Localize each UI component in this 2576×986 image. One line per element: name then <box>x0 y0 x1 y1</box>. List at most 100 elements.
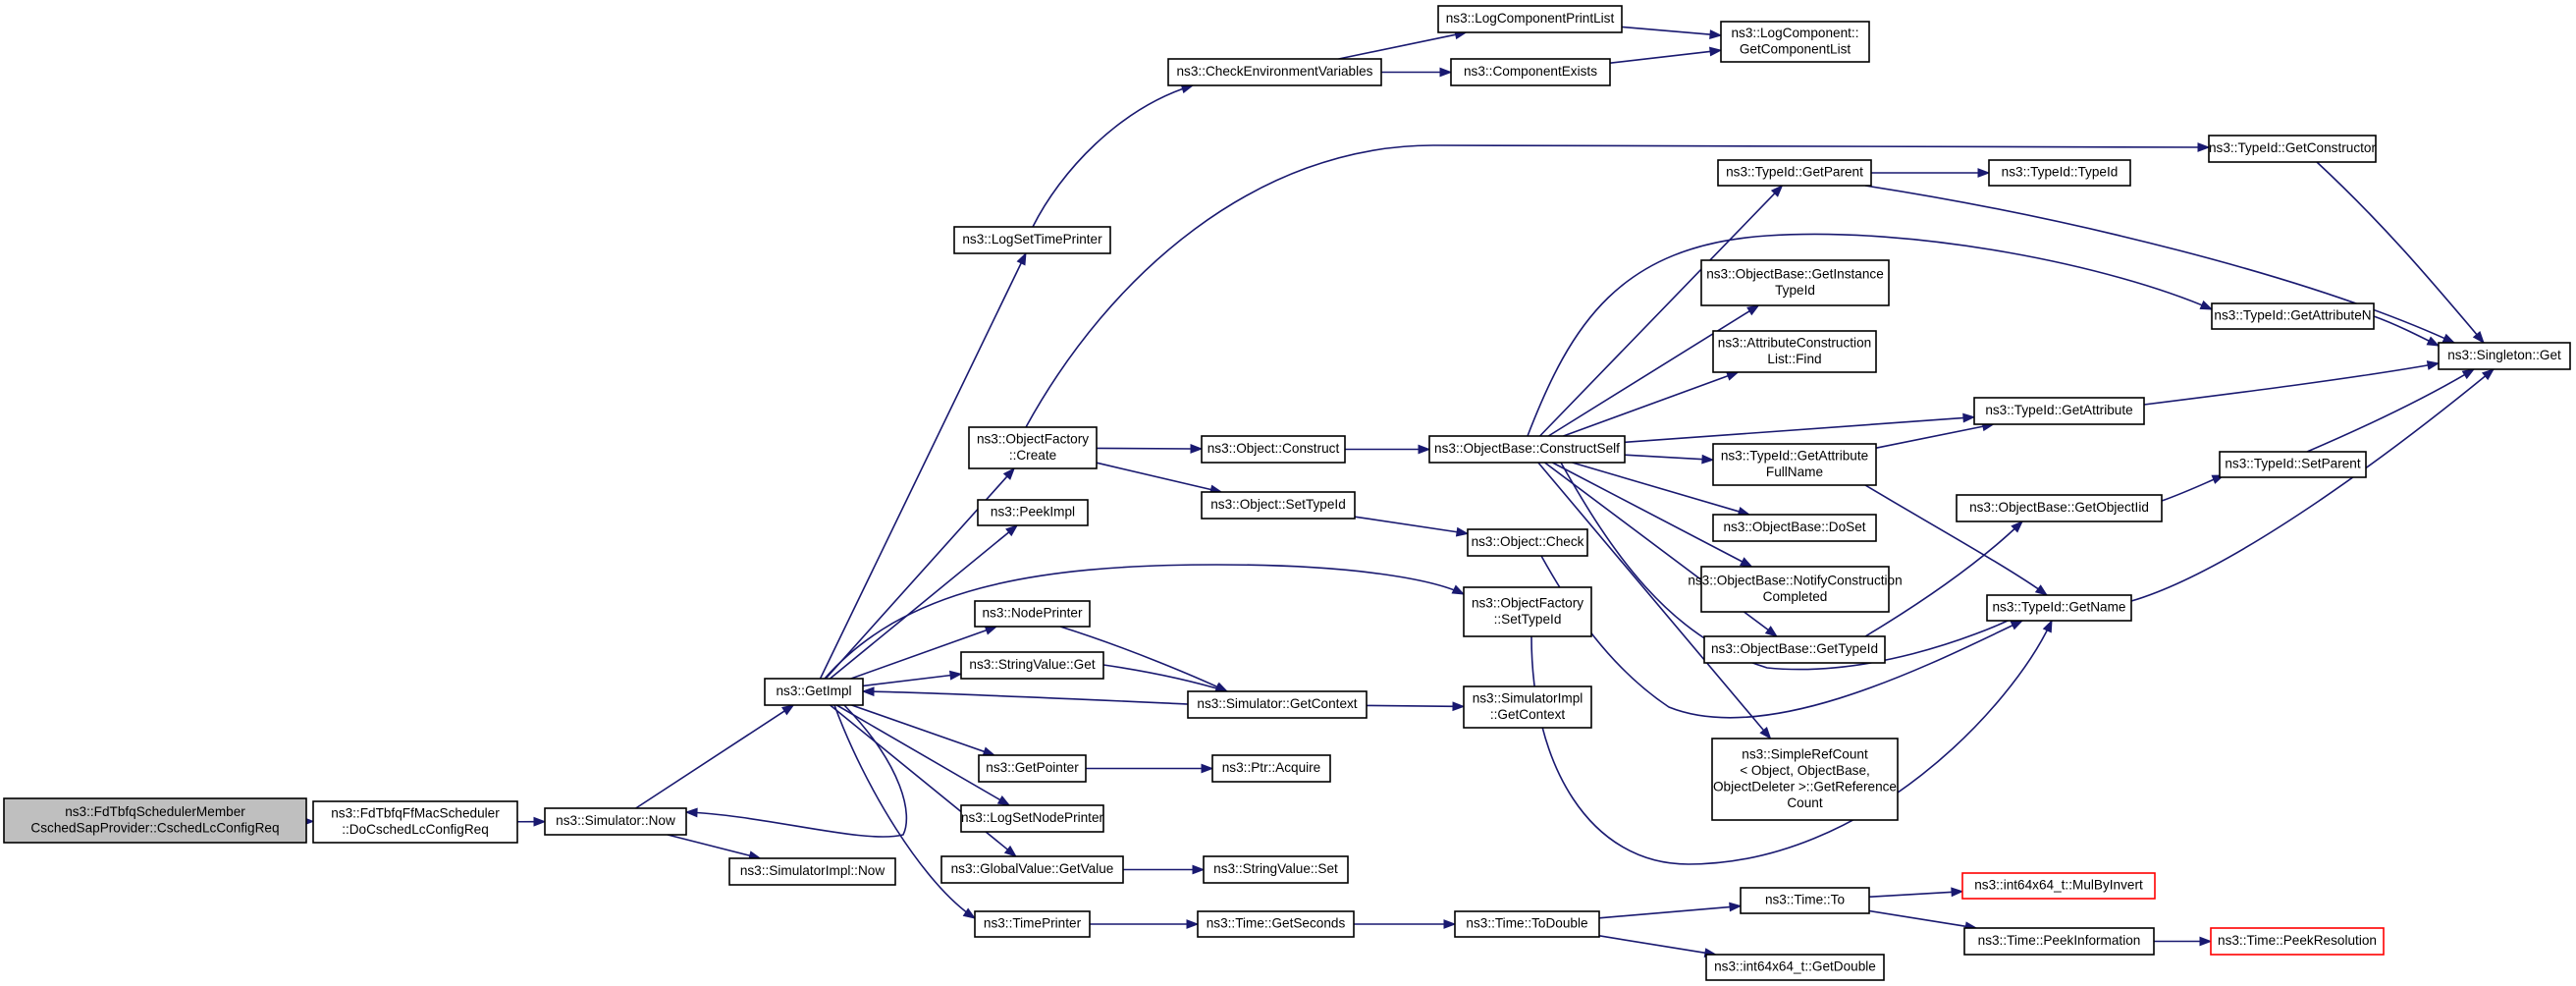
node-objbasegettypeid[interactable]: ns3::ObjectBase::GetTypeId <box>1703 635 1886 664</box>
node-objbasedoset[interactable]: ns3::ObjectBase::DoSet <box>1712 514 1877 542</box>
node-objcheck[interactable]: ns3::Object::Check <box>1467 528 1588 557</box>
node-stringvalueset[interactable]: ns3::StringValue::Set <box>1203 855 1349 884</box>
node-int64getdouble[interactable]: ns3::int64x64_t::GetDouble <box>1705 954 1885 981</box>
node-label: ns3::ObjectFactory <box>977 431 1089 446</box>
edge-line <box>1551 462 1744 564</box>
arrowhead-icon <box>1951 887 1964 898</box>
edge-objbasegetobjectiid-to-typeidsetparent <box>2161 474 2226 502</box>
node-typeidsetparent[interactable]: ns3::TypeId::SetParent <box>2219 451 2367 478</box>
node-label: ns3::Time::GetSeconds <box>1207 916 1346 931</box>
node-simimplgetcontext[interactable]: ns3::SimulatorImpl::GetContext <box>1463 685 1592 729</box>
node-objfactsettypeid[interactable]: ns3::ObjectFactory::SetTypeId <box>1463 586 1592 637</box>
node-timeto[interactable]: ns3::Time::To <box>1740 887 1870 914</box>
node-box <box>2219 451 2367 478</box>
node-typeidgetname[interactable]: ns3::TypeId::GetName <box>1986 594 2132 622</box>
node-globalvalueget[interactable]: ns3::GlobalValue::GetValue <box>940 855 1124 884</box>
node-typeidgetattributen[interactable]: ns3::TypeId::GetAttributeN <box>2211 302 2375 330</box>
node-box <box>1712 330 1877 373</box>
arrowhead-icon <box>1455 526 1470 537</box>
node-label: ns3::GlobalValue::GetValue <box>951 861 1114 876</box>
node-timetodouble[interactable]: ns3::Time::ToDouble <box>1454 910 1600 938</box>
edge-line <box>2306 368 2475 453</box>
node-simgetcontext[interactable]: ns3::Simulator::GetContext <box>1187 690 1368 719</box>
node-box <box>1712 443 1877 486</box>
node-checkenv[interactable]: ns3::CheckEnvironmentVariables <box>1167 58 1382 86</box>
node-getcomplist[interactable]: ns3::LogComponent::GetComponentList <box>1720 21 1870 63</box>
node-box <box>1700 259 1890 306</box>
edge-getimpl-to-objfactsettypeid <box>824 564 1466 680</box>
node-logsettimeprinter[interactable]: ns3::LogSetTimePrinter <box>953 226 1111 254</box>
arrowhead-icon <box>1186 919 1200 929</box>
node-objfactcreate[interactable]: ns3::ObjectFactory::Create <box>968 426 1098 469</box>
node-root[interactable]: ns3::FdTbfqSchedulerMemberCschedSapProvi… <box>3 797 307 844</box>
edge-getimpl-to-logsetnodeprinter <box>835 704 1011 806</box>
arrowhead-icon <box>861 686 875 697</box>
arrowhead-icon <box>1439 67 1453 78</box>
node-label: ns3::TypeId::GetAttribute <box>1985 403 2132 417</box>
edge-line <box>1875 425 1985 449</box>
edge-line <box>1338 33 1457 60</box>
edge-line <box>1598 935 1707 955</box>
node-stringvalueget[interactable]: ns3::StringValue::Get <box>960 651 1104 680</box>
node-objbasenotify[interactable]: ns3::ObjectBase::NotifyConstructionCompl… <box>1688 566 1903 613</box>
edge-line <box>1563 374 1730 437</box>
node-getpointer[interactable]: ns3::GetPointer <box>978 754 1087 783</box>
node-int64mulbyinvert[interactable]: ns3::int64x64_t::MulByInvert <box>1961 872 2156 900</box>
edge-getimpl-to-simnow <box>684 704 908 838</box>
arrowhead-icon <box>2011 520 2024 533</box>
call-graph-edges <box>301 26 2496 959</box>
edge-stringvalueget-to-simgetcontext <box>1102 664 1229 693</box>
node-timepeekresolution[interactable]: ns3::Time::PeekResolution <box>2210 927 2385 956</box>
edge-line <box>1868 891 1954 898</box>
edge-line <box>1868 909 1967 928</box>
node-objsettypeid[interactable]: ns3::Object::SetTypeId <box>1201 491 1356 520</box>
node-timegetseconds[interactable]: ns3::Time::GetSeconds <box>1197 910 1355 938</box>
node-typeidgetattribute[interactable]: ns3::TypeId::GetAttribute <box>1973 397 2145 425</box>
arrowhead-icon <box>2442 333 2456 344</box>
node-label: ns3::Singleton::Get <box>2447 348 2561 362</box>
node-timeprinter[interactable]: ns3::TimePrinter <box>974 910 1091 938</box>
node-typeidtypeid[interactable]: ns3::TypeId::TypeId <box>1988 159 2131 187</box>
node-label: ns3::ObjectBase::DoSet <box>1723 520 1865 534</box>
node-compexists[interactable]: ns3::ComponentExists <box>1450 58 1611 86</box>
edge-line <box>850 629 988 680</box>
call-graph-nodes: ns3::FdTbfqSchedulerMemberCschedSapProvi… <box>3 5 2571 981</box>
node-singletonget[interactable]: ns3::Singleton::Get <box>2438 342 2571 370</box>
node-objconstruct[interactable]: ns3::Object::Construct <box>1201 435 1346 464</box>
node-peekimpl[interactable]: ns3::PeekImpl <box>977 499 1089 526</box>
edge-line <box>1059 626 1228 692</box>
node-objbasegetobjectiid[interactable]: ns3::ObjectBase::GetObjectIid <box>1956 494 2163 522</box>
node-logsetnodeprinter[interactable]: ns3::LogSetNodePrinter <box>960 804 1104 833</box>
node-ptracquire[interactable]: ns3::Ptr::Acquire <box>1211 754 1331 783</box>
node-getimpl[interactable]: ns3::GetImpl <box>764 678 864 706</box>
arrowhead-icon <box>1746 304 1760 316</box>
node-logcompprintlist[interactable]: ns3::LogComponentPrintList <box>1437 5 1623 33</box>
edge-objbaseconstructself-to-typeidgetattributen <box>1527 233 2214 437</box>
node-typeidgetparent[interactable]: ns3::TypeId::GetParent <box>1717 159 1872 187</box>
arrowhead-icon <box>1003 845 1017 857</box>
node-objbaseconstructself[interactable]: ns3::ObjectBase::ConstructSelf <box>1428 435 1626 464</box>
edge-logcompprintlist-to-getcomplist <box>1621 26 1723 40</box>
node-box <box>1428 435 1626 464</box>
node-typeidgetconstructor[interactable]: ns3::TypeId::GetConstructor <box>2208 135 2377 163</box>
node-box <box>1467 528 1588 557</box>
node-simnow[interactable]: ns3::Simulator::Now <box>544 807 687 836</box>
node-timepeekinformation[interactable]: ns3::Time::PeekInformation <box>1963 927 2155 956</box>
node-docsched[interactable]: ns3::FdTbfqFfMacScheduler::DoCschedLcCon… <box>312 800 518 844</box>
arrowhead-icon <box>1709 29 1723 40</box>
node-simimplnow[interactable]: ns3::SimulatorImpl::Now <box>728 857 896 886</box>
node-simplerefcount[interactable]: ns3::SimpleRefCount< Object, ObjectBase,… <box>1711 738 1899 821</box>
edge-objbaseconstructself-to-typeidgetattribute <box>1624 412 1976 444</box>
edge-objbaseconstructself-to-typeidgetparent <box>1538 184 1784 437</box>
edge-typeidgetname-to-singletonget <box>2130 368 2496 602</box>
node-label: ns3::ObjectBase::GetTypeId <box>1711 641 1878 656</box>
node-box <box>1203 855 1349 884</box>
node-box <box>2211 302 2375 330</box>
node-nodeprinter[interactable]: ns3::NodePrinter <box>974 600 1091 628</box>
node-label: TypeId <box>1775 283 1815 298</box>
edge-objfactcreate-to-objconstruct <box>1096 444 1204 454</box>
